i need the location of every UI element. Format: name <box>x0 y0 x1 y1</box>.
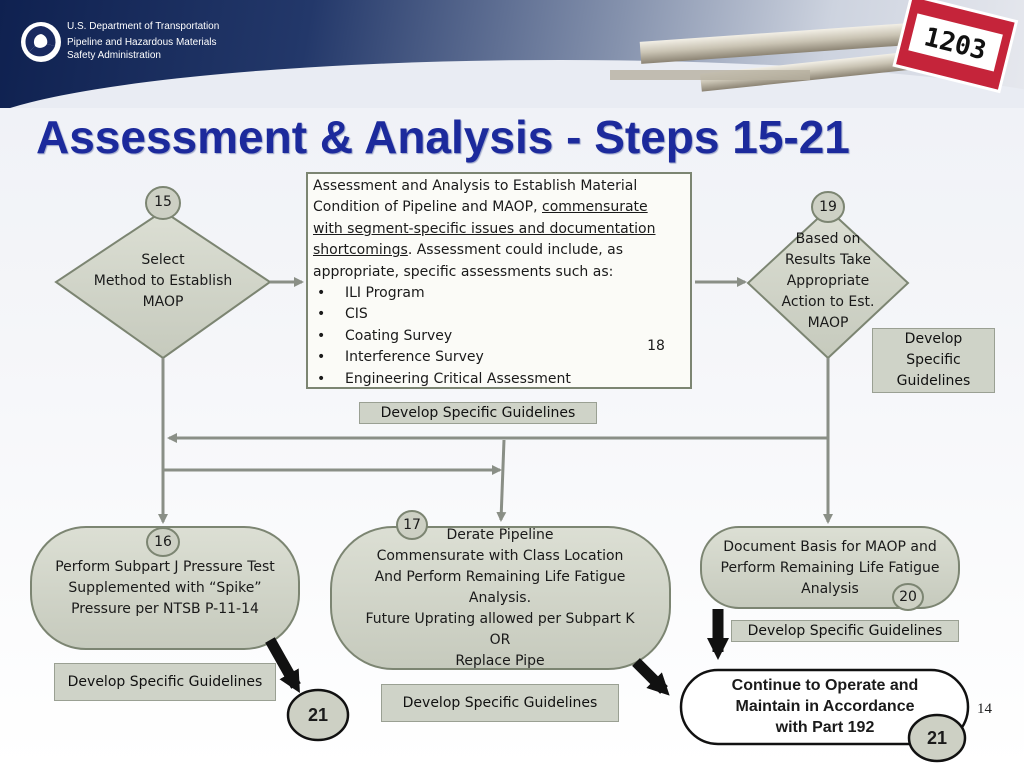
page-title: Assessment & Analysis - Steps 15-21 <box>36 111 850 163</box>
guidelines-label-step19: Develop Specific Guidelines <box>872 328 995 393</box>
assessment-list-item: Coating Survey <box>313 326 690 348</box>
step18-intro-line3: with segment-specific issues and documen… <box>313 220 656 237</box>
step19-line5: MAOP <box>807 315 849 331</box>
arrow-16-to-21 <box>265 637 301 693</box>
assessment-list-item: ILI Program <box>313 283 690 305</box>
step20-line1: Document Basis for MAOP and <box>723 539 937 555</box>
step17-line6: OR <box>489 632 511 648</box>
step16-line3: Pressure per NTSB P-11-14 <box>71 601 259 617</box>
step-number-18: 18 <box>647 338 665 354</box>
step19-line2: Results Take <box>784 252 872 268</box>
process-box-step20 <box>700 526 960 609</box>
header-banner: U.S. Department of Transportation Pipeli… <box>0 0 1024 108</box>
step16-line2: Supplemented with “Spike” <box>68 580 262 596</box>
step15-line2: Method to Establish <box>93 273 233 289</box>
final-oval-step21 <box>679 668 970 746</box>
agency-name-line1: U.S. Department of Transportation <box>67 21 220 32</box>
dot-seal-icon <box>21 22 61 62</box>
step-badge-19 <box>811 191 845 223</box>
step-badge-21-right <box>907 713 967 763</box>
process-box-step16 <box>30 526 300 650</box>
step16-line1: Perform Subpart J Pressure Test <box>55 559 275 575</box>
assessment-list-item: Interference Survey <box>313 347 690 369</box>
step19-line4: Action to Est. <box>781 294 875 310</box>
connector-to-17 <box>496 439 507 522</box>
step-number-16: 16 <box>154 534 172 550</box>
step19-line3: Appropriate <box>786 273 870 289</box>
step-badge-17 <box>396 510 428 540</box>
assessment-list-item: Engineering Critical Assessment <box>313 369 690 391</box>
guidelines-label-step16: Develop Specific Guidelines <box>54 663 276 701</box>
step-badge-20 <box>892 583 924 611</box>
step18-intro-line1: Assessment and Analysis to Establish Mat… <box>313 178 638 194</box>
step18-intro-line2: Condition of Pipeline and MAOP, commensu… <box>313 199 648 216</box>
step-badge-21-left <box>286 688 350 742</box>
page-number: 14 <box>977 701 992 717</box>
guidelines-label-step20: Develop Specific Guidelines <box>731 620 959 642</box>
step-number-20: 20 <box>899 589 917 605</box>
step-number-21-right: 21 <box>926 728 948 748</box>
step15-line3: MAOP <box>142 294 184 310</box>
step18-intro-line5: appropriate, specific assessments such a… <box>313 263 614 280</box>
step-number-19: 19 <box>819 199 837 215</box>
agency-name-line2: Pipeline and Hazardous Materials <box>67 37 217 48</box>
step20-line3: Analysis <box>801 581 859 597</box>
process-box-step17 <box>330 526 671 670</box>
step-badge-15 <box>145 186 181 220</box>
step17-line3: And Perform Remaining Life Fatigue <box>374 569 626 585</box>
step-number-21-left: 21 <box>307 705 329 725</box>
agency-name-line3: Safety Administration <box>67 50 161 61</box>
step20-line2: Perform Remaining Life Fatigue <box>720 560 940 576</box>
assessment-list-item: CIS <box>313 304 690 326</box>
assessment-box-step18: Assessment and Analysis to Establish Mat… <box>306 172 692 390</box>
step17-line7: Replace Pipe <box>455 653 545 669</box>
assessment-list: ILI Program CIS Coating Survey Interfere… <box>313 283 690 390</box>
guidelines-label-step18: Develop Specific Guidelines <box>359 402 597 424</box>
guidelines-label-step17: Develop Specific Guidelines <box>381 684 619 722</box>
step-number-17: 17 <box>403 517 421 533</box>
step17-line5: Future Uprating allowed per Subpart K <box>365 611 635 627</box>
pipeline-photo-illustration: 1203 <box>610 0 1019 94</box>
step19-line1: Based on <box>795 231 861 247</box>
step17-line2: Commensurate with Class Location <box>376 548 624 564</box>
step-badge-16 <box>146 527 180 557</box>
step21-line1: Continue to Operate and <box>731 677 919 694</box>
step17-line4: Analysis. <box>468 590 532 606</box>
step17-line1: Derate Pipeline <box>446 527 554 543</box>
step21-line3: with Part 192 <box>775 719 875 736</box>
step21-line2: Maintain in Accordance <box>735 698 915 715</box>
step15-line1: Select <box>141 252 185 268</box>
step-number-15: 15 <box>154 194 172 210</box>
arrow-17-to-21 <box>632 658 670 696</box>
step18-intro-line4: shortcomings. Assessment could include, … <box>313 242 624 259</box>
